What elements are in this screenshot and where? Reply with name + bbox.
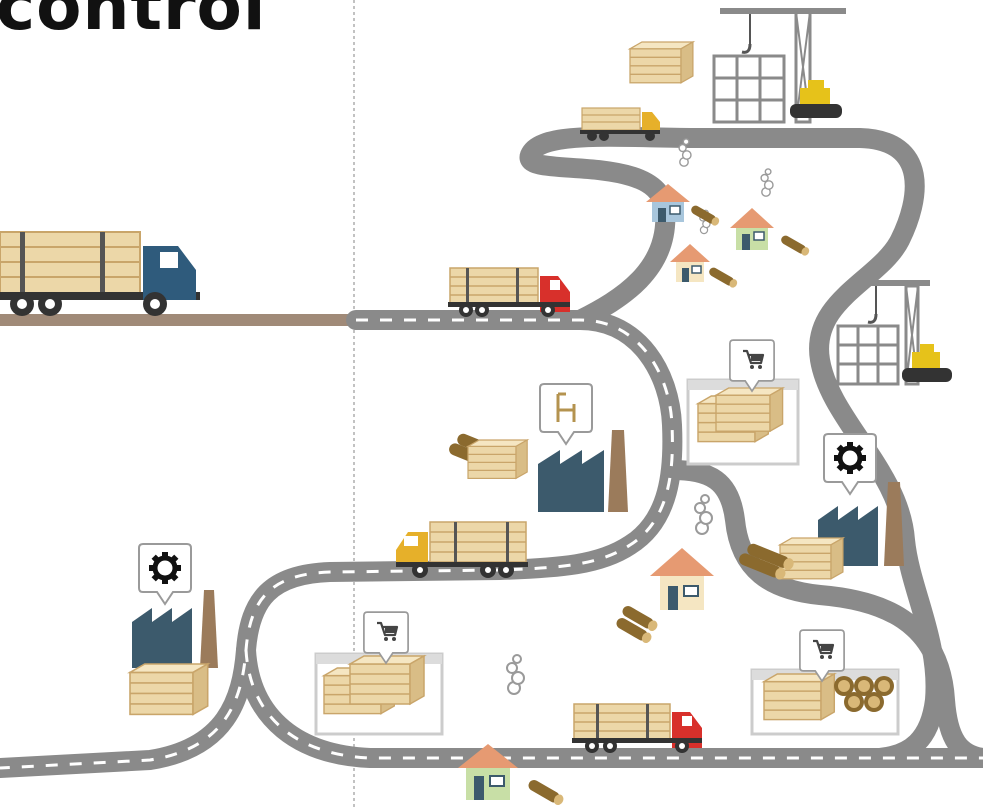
gear-bubble-right bbox=[824, 434, 876, 494]
logging-truck-red-bottom bbox=[572, 704, 702, 753]
furniture-factory bbox=[447, 430, 628, 512]
logging-truck-large bbox=[0, 232, 200, 316]
bulldozer-icon bbox=[790, 80, 842, 118]
chair-bubble bbox=[540, 384, 592, 444]
house-middle bbox=[650, 548, 714, 610]
house-upper-2 bbox=[730, 208, 774, 250]
house-upper-3 bbox=[670, 244, 710, 282]
smoke-icon bbox=[695, 495, 712, 534]
smoke-icon bbox=[761, 169, 773, 196]
factory-right bbox=[737, 482, 904, 583]
store-upper-middle bbox=[688, 380, 798, 464]
smoke-icon bbox=[507, 655, 524, 694]
gear-bubble-left bbox=[139, 544, 191, 604]
store-bottom-right bbox=[752, 670, 898, 734]
factory-left bbox=[130, 590, 218, 714]
store-bottom-left bbox=[316, 654, 442, 734]
logging-truck-red-top bbox=[448, 268, 570, 317]
entry-road bbox=[0, 314, 356, 326]
construction-site-top bbox=[630, 8, 846, 122]
